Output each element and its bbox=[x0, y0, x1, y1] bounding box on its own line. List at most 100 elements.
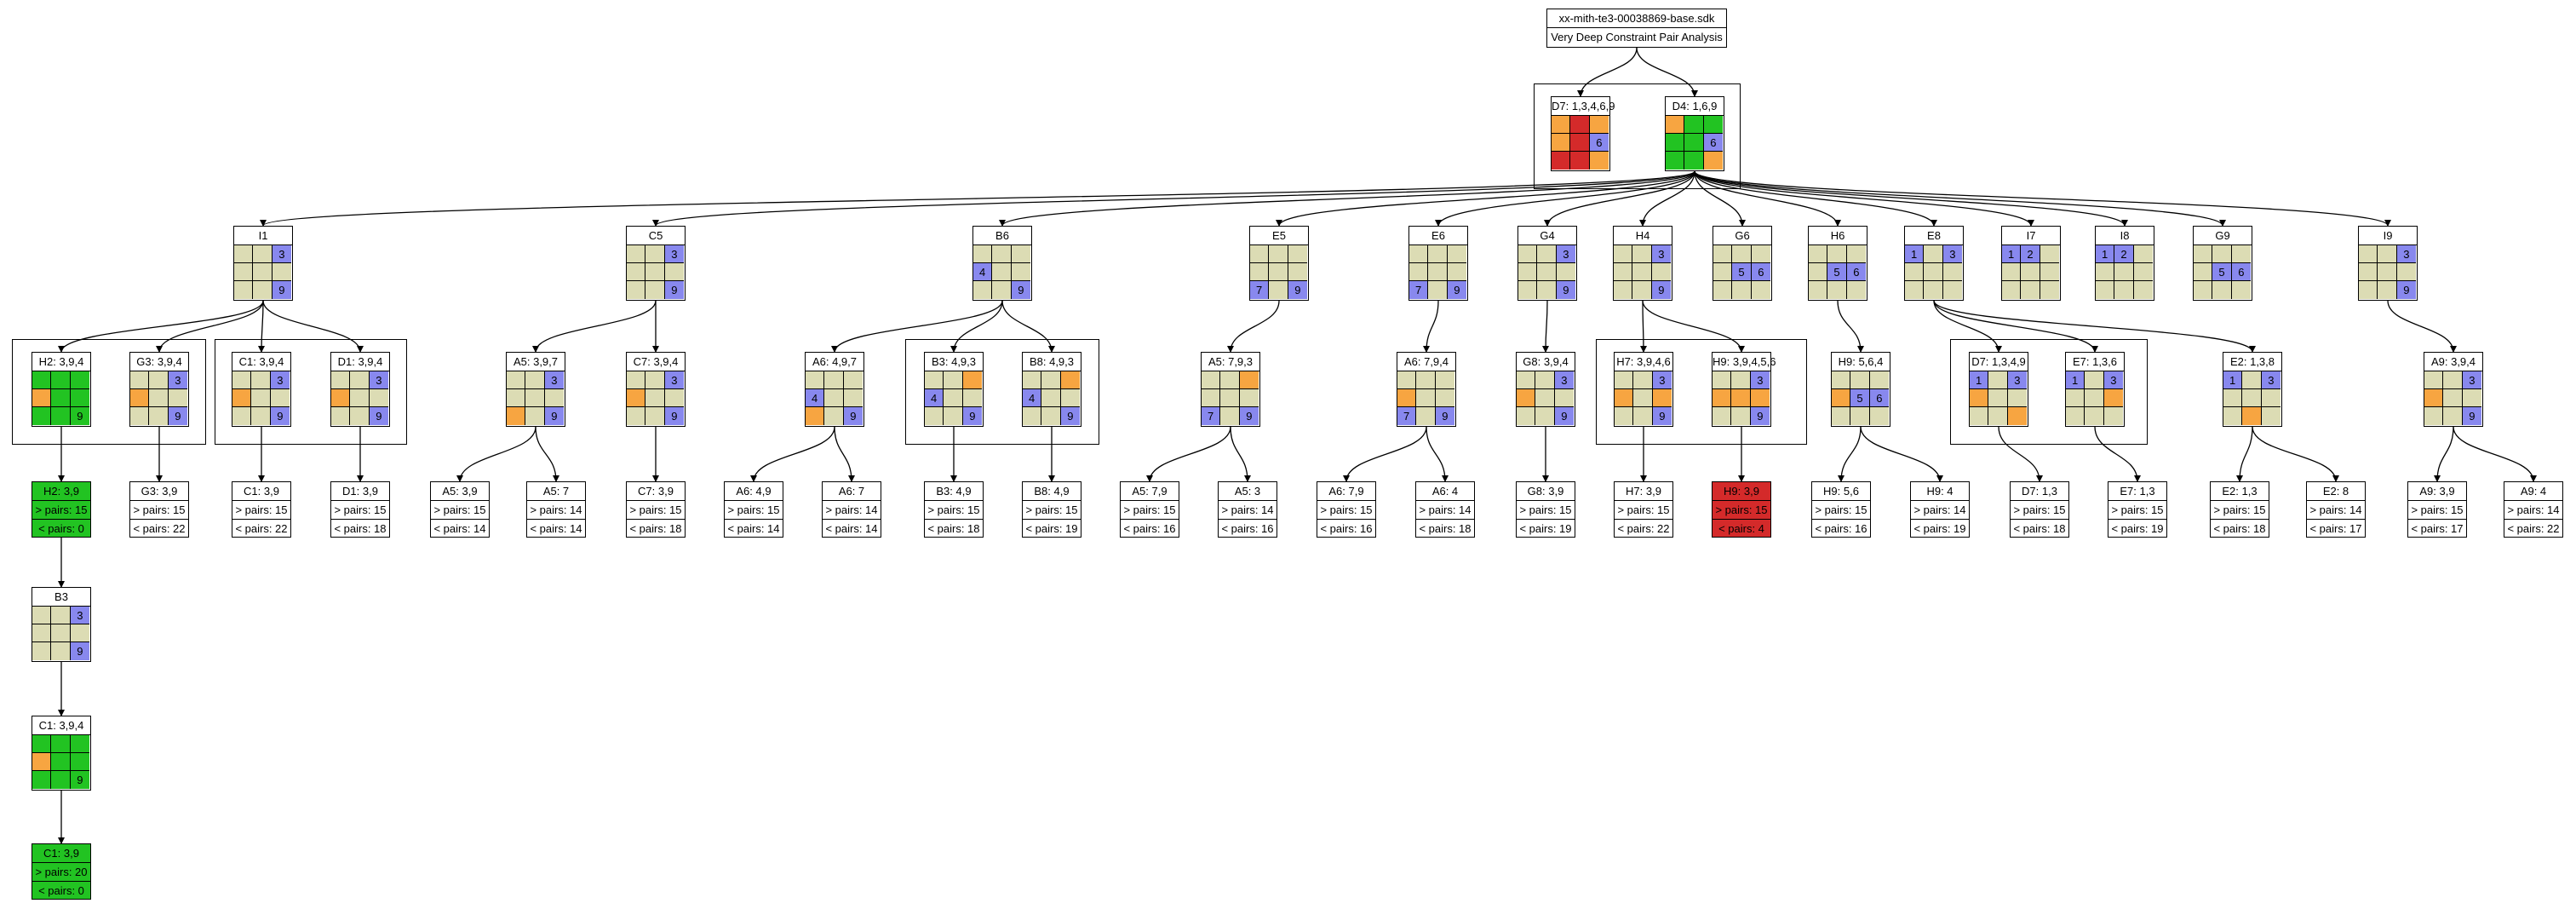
grid-cell bbox=[1537, 245, 1557, 263]
edge-d4top-to-e5 bbox=[1276, 170, 1695, 227]
leaf-label: A9: 3,9 bbox=[2408, 482, 2466, 501]
grid-cell bbox=[2212, 245, 2232, 263]
grid-cell bbox=[1023, 407, 1042, 425]
grid-cell bbox=[973, 281, 993, 299]
edge-e8-to-e7a bbox=[1933, 300, 2098, 353]
grid-cell bbox=[1633, 407, 1653, 425]
grid-cell bbox=[2066, 389, 2085, 407]
grid-cell bbox=[1988, 371, 2008, 389]
edge-d4top-to-h4 bbox=[1639, 170, 1695, 227]
grid-cell bbox=[2212, 281, 2232, 299]
leaf-l-d7: D7: 1,3> pairs: 15< pairs: 18 bbox=[2010, 481, 2069, 538]
grid-cell bbox=[645, 245, 665, 263]
less-pairs: < pairs: 19 bbox=[1519, 522, 1572, 535]
grid-cell bbox=[645, 263, 665, 281]
leaf-label: A6: 7,9 bbox=[1317, 482, 1375, 501]
grid-cell bbox=[1535, 389, 1555, 407]
grid-cell bbox=[2114, 263, 2134, 281]
greater-pairs: > pairs: 15 bbox=[1023, 501, 1081, 520]
grid-cell-digit: 9 bbox=[70, 642, 89, 660]
grid-cell-digit: 1 bbox=[2066, 371, 2085, 389]
grid-cell-digit: 3 bbox=[270, 371, 290, 389]
leaf-label: A5: 7,9 bbox=[1121, 482, 1179, 501]
node-label: B3: 4,9,3 bbox=[925, 353, 983, 371]
less-pairs: < pairs: 16 bbox=[1221, 522, 1274, 535]
leaf-label: A6: 4 bbox=[1416, 482, 1474, 501]
grid-cell bbox=[525, 389, 545, 407]
leaf-label: C7: 3,9 bbox=[627, 482, 685, 501]
grid-cell-digit: 9 bbox=[664, 281, 684, 299]
grid-cell bbox=[168, 389, 187, 407]
grid-cell bbox=[232, 389, 252, 407]
grid-cell bbox=[843, 371, 863, 389]
leaf-label: C1: 3,9 bbox=[232, 482, 290, 501]
grid-cell bbox=[1060, 389, 1080, 407]
grid-cell bbox=[1554, 389, 1574, 407]
greater-pairs: > pairs: 15 bbox=[331, 501, 389, 520]
edge-d4top-to-b6 bbox=[999, 170, 1695, 227]
grid-cell-digit: 9 bbox=[1060, 407, 1080, 425]
grid-cell bbox=[234, 281, 254, 299]
edge-a6b-to-l-a6d bbox=[1426, 426, 1449, 482]
node-label: E7: 1,3,6 bbox=[2066, 353, 2124, 371]
grid-cell bbox=[1905, 263, 1925, 281]
grid-cell bbox=[1751, 245, 1770, 263]
grid-cell bbox=[1614, 281, 1633, 299]
leaf-l-a5c: A5: 7,9> pairs: 15< pairs: 16 bbox=[1120, 481, 1179, 538]
edge-i1-to-g3a bbox=[156, 300, 264, 353]
edge-d4top-to-h6 bbox=[1694, 170, 1841, 227]
grid-cell-digit: 3 bbox=[664, 245, 684, 263]
leaf-l-a6b: A6: 7> pairs: 14< pairs: 14 bbox=[822, 481, 881, 538]
edge-d4top-to-g6 bbox=[1694, 170, 1746, 227]
grid-cell-digit: 9 bbox=[1651, 281, 1671, 299]
grid-cell bbox=[1435, 371, 1454, 389]
less-pairs: < pairs: 18 bbox=[1419, 522, 1472, 535]
grid-cell bbox=[544, 389, 564, 407]
edge-e7a-to-l-e7 bbox=[2094, 426, 2141, 482]
less-pairs: < pairs: 22 bbox=[235, 522, 288, 535]
grid-cell-digit: 9 bbox=[1288, 281, 1307, 299]
grid-cell bbox=[992, 263, 1012, 281]
less-pairs: < pairs: 16 bbox=[1320, 522, 1373, 535]
leaf-l-c7: C7: 3,9> pairs: 15< pairs: 18 bbox=[626, 481, 686, 538]
grid-cell bbox=[1537, 263, 1557, 281]
grid-cell bbox=[270, 389, 290, 407]
edge-b6-to-b8a bbox=[1001, 300, 1055, 353]
grid-cell bbox=[1713, 371, 1732, 389]
grid-cell bbox=[944, 407, 963, 425]
edge-e8-to-e2a bbox=[1933, 300, 2256, 353]
grid-cell bbox=[1041, 407, 1061, 425]
node-label: A6: 7,9,4 bbox=[1397, 353, 1455, 371]
grid-cell bbox=[2040, 263, 2059, 281]
grid-cell bbox=[1518, 281, 1538, 299]
less-pairs: < pairs: 22 bbox=[133, 522, 186, 535]
analysis-title: Very Deep Constraint Pair Analysis bbox=[1551, 31, 1723, 43]
grid-cell bbox=[130, 389, 150, 407]
leaf-label: H9: 3,9 bbox=[1713, 482, 1770, 501]
grid-cell bbox=[32, 771, 52, 789]
grid-cell-digit: 9 bbox=[1652, 407, 1672, 425]
greater-pairs: > pairs: 15 bbox=[1812, 501, 1870, 520]
grid-cell-digit: 9 bbox=[1447, 281, 1466, 299]
grid-cell bbox=[1970, 389, 1989, 407]
grid-cell bbox=[1751, 281, 1770, 299]
leaf-label: G3: 3,9 bbox=[130, 482, 188, 501]
grid-cell bbox=[1250, 263, 1270, 281]
